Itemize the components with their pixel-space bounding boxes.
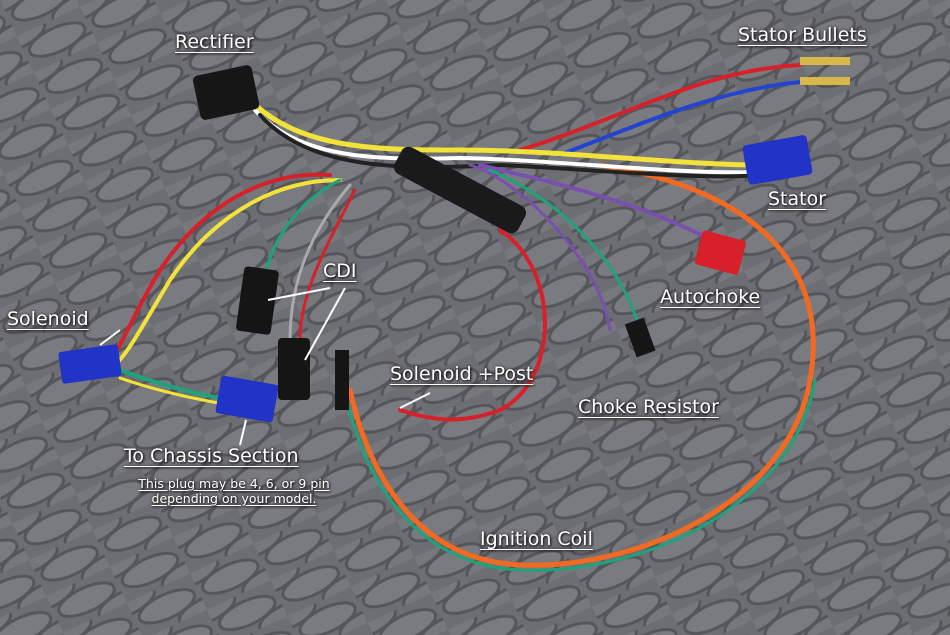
- label-solenoid-post: Solenoid +Post: [390, 363, 534, 385]
- label-stator-bullets: Stator Bullets: [738, 24, 867, 46]
- connectors: [58, 57, 850, 423]
- label-autochoke: Autochoke: [660, 286, 761, 308]
- chassis-note-line-1: This plug may be 4, 6, or 9 pin: [138, 476, 330, 491]
- label-stator: Stator: [768, 188, 827, 210]
- label-cdi: CDI: [323, 260, 357, 282]
- label-to-chassis: To Chassis Section: [124, 445, 299, 467]
- chassis-note-line-2: depending on your model.: [151, 491, 317, 506]
- label-choke-resistor: Choke Resistor: [578, 396, 719, 418]
- label-ignition-coil: Ignition Coil: [480, 528, 593, 550]
- label-rectifier: Rectifier: [175, 31, 254, 53]
- label-solenoid: Solenoid: [7, 308, 89, 330]
